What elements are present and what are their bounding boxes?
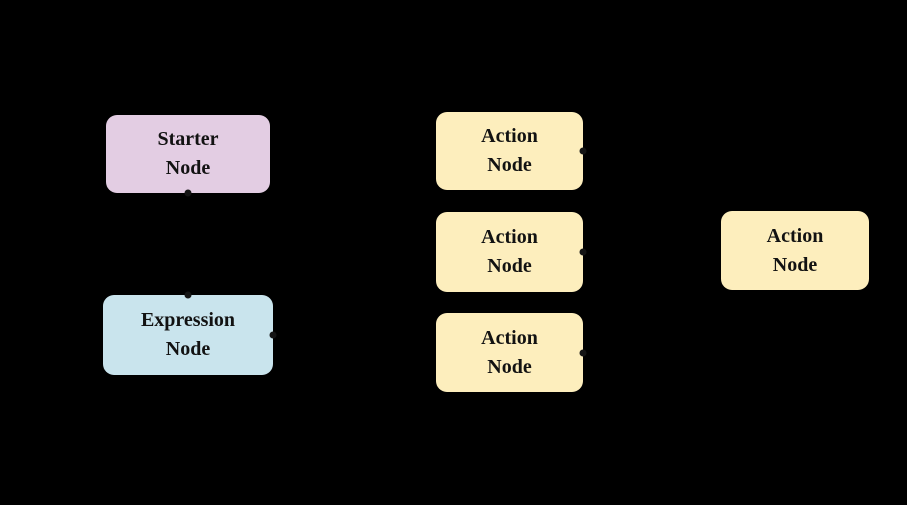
node-label-line: Expression [140,309,236,331]
node-action-3[interactable]: Action Node [436,313,587,392]
node-label-line: Starter [157,128,219,150]
node-label-line: Action [481,226,538,248]
node-label-line: Node [772,253,818,276]
node-label-line: Action [481,125,538,147]
node-action-2[interactable]: Action Node [436,212,587,292]
node-label-line: Node [165,338,211,360]
node-label-line: Node [487,355,532,378]
port-bottom-handle[interactable] [184,189,192,197]
node-starter[interactable]: Starter Node [106,115,270,197]
node-action-4[interactable]: Action Node [721,211,869,290]
node-label-line: Node [487,255,532,277]
port-right-handle[interactable] [269,331,277,339]
node-label-line: Action [481,326,538,349]
port-right-handle[interactable] [579,248,587,256]
port-right-handle[interactable] [579,349,587,356]
port-top-handle[interactable] [184,291,192,299]
node-label-line: Node [165,157,211,179]
node-action-1[interactable]: Action Node [436,112,587,190]
node-label-line: Node [487,154,532,176]
node-label-line: Action [766,224,824,247]
port-right-handle[interactable] [579,147,587,155]
node-expression[interactable]: Expression Node [103,291,277,375]
